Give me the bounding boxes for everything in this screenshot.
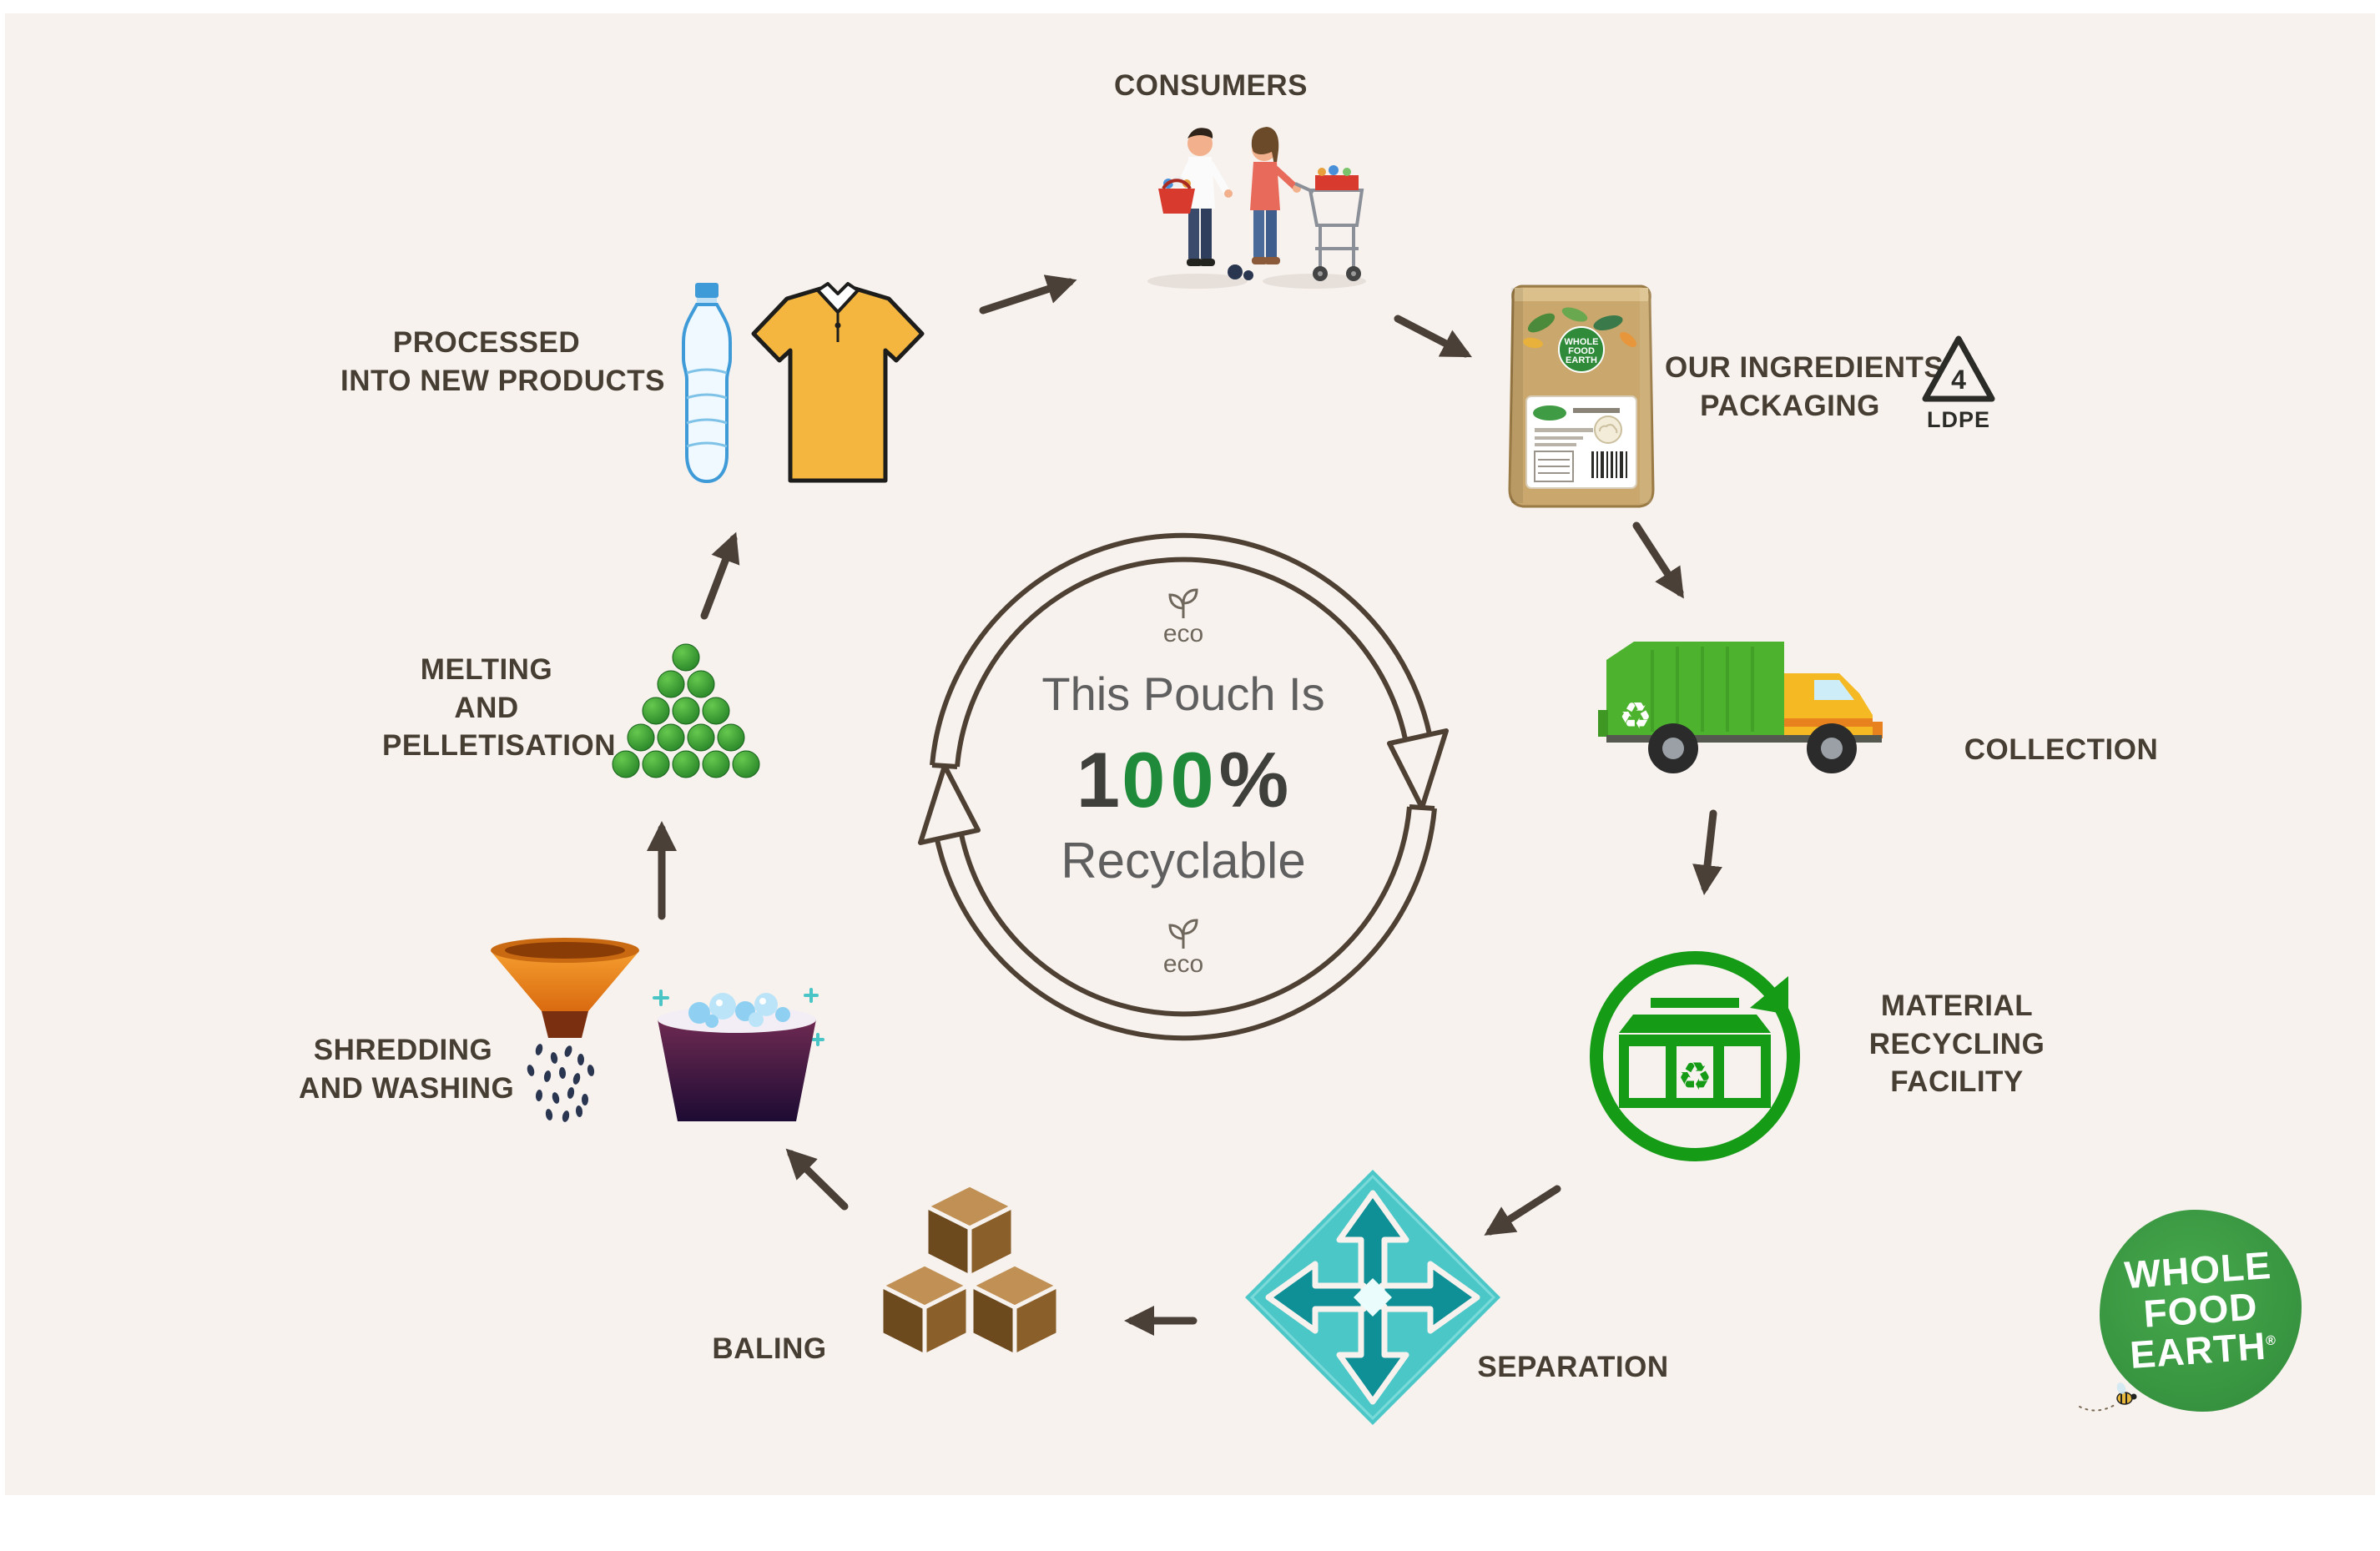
arrow-mrf-to-separation [1484, 1185, 1561, 1236]
pouch-brand-line3: EARTH [1566, 355, 1597, 365]
pouch-brand-line1: WHOLE [1565, 337, 1599, 347]
water-bottle-icon [682, 283, 732, 484]
ldpe-number: 4 [1951, 365, 1966, 395]
wash-basin-icon [653, 988, 824, 1121]
pouch-brand-line2: FOOD [1568, 346, 1595, 356]
brand-logo: WHOLE FOOD EARTH® [2079, 1210, 2302, 1412]
shredding-label: SHREDDING AND WASHING [299, 1034, 515, 1105]
arrow-products-to-consumers [979, 274, 1077, 315]
collection-label: COLLECTION [1964, 733, 2159, 766]
tshirt-icon [751, 282, 925, 483]
truck-recycle-icon: ♻ [1619, 695, 1651, 738]
baling-cubes-icon [879, 1182, 1061, 1358]
arrow-melting-to-products [700, 531, 740, 620]
mrf-label: MATERIAL RECYCLING FACILITY [1868, 990, 2045, 1098]
ldpe-recycling-mark: 4 LDPE [1917, 332, 2000, 433]
brand-logo-text: WHOLE FOOD EARTH® [2122, 1243, 2277, 1377]
percent-sign: % [1218, 736, 1291, 823]
percent-zeros: 00 [1122, 736, 1219, 823]
eco-sprout-icon [1168, 919, 1198, 949]
center-text-line1: This Pouch Is [1041, 667, 1325, 720]
separation-label: SEPARATION [1477, 1351, 1669, 1383]
processed-label: PROCESSED INTO NEW PRODUCTS [340, 326, 665, 397]
shredder-funnel-icon [491, 938, 639, 1122]
packaging-label: OUR INGREDIENTS PACKAGING [1665, 351, 1944, 422]
percent-digit-1: 1 [1076, 736, 1122, 823]
center-percent: 100% [908, 735, 1459, 825]
baling-label: BALING [712, 1332, 827, 1365]
eco-label: eco [1162, 950, 1204, 978]
ldpe-triangle-icon: 4 [1922, 335, 1995, 402]
center-recycle-cycle: eco This Pouch Is 100% Recyclable eco [908, 511, 1459, 1062]
center-text-line3: Recyclable [1061, 833, 1306, 889]
separation-icon [1245, 1170, 1500, 1425]
mrf-recycle-icon: ♻ [1677, 1054, 1712, 1099]
melting-label: MELTING AND PELLETISATION [382, 653, 617, 762]
cycle-ring-icon [918, 532, 1449, 1041]
mrf-icon: ♻ [1590, 951, 1800, 1161]
eco-sprout-icon [1168, 588, 1198, 618]
pellets-icon [612, 643, 760, 778]
garbage-truck-icon: ♻ [1598, 642, 1883, 773]
consumers-label: CONSUMERS [1113, 69, 1308, 102]
arrow-consumers-to-packaging [1394, 315, 1472, 358]
bee-icon [2079, 1382, 2137, 1412]
consumers-illustration [1147, 127, 1366, 289]
pouch-icon: WHOLE FOOD EARTH [1508, 285, 1655, 508]
eco-badge-bottom: eco [908, 914, 1459, 977]
registered-mark: ® [2265, 1333, 2277, 1349]
eco-badge-top: eco [908, 583, 1459, 647]
arrow-packaging-to-collection [1632, 521, 1684, 599]
eco-label: eco [1162, 620, 1204, 647]
arrow-baling-to-shredding [785, 1148, 849, 1211]
arrow-collection-to-mrf [1692, 809, 1722, 895]
ldpe-code: LDPE [1926, 407, 1990, 432]
